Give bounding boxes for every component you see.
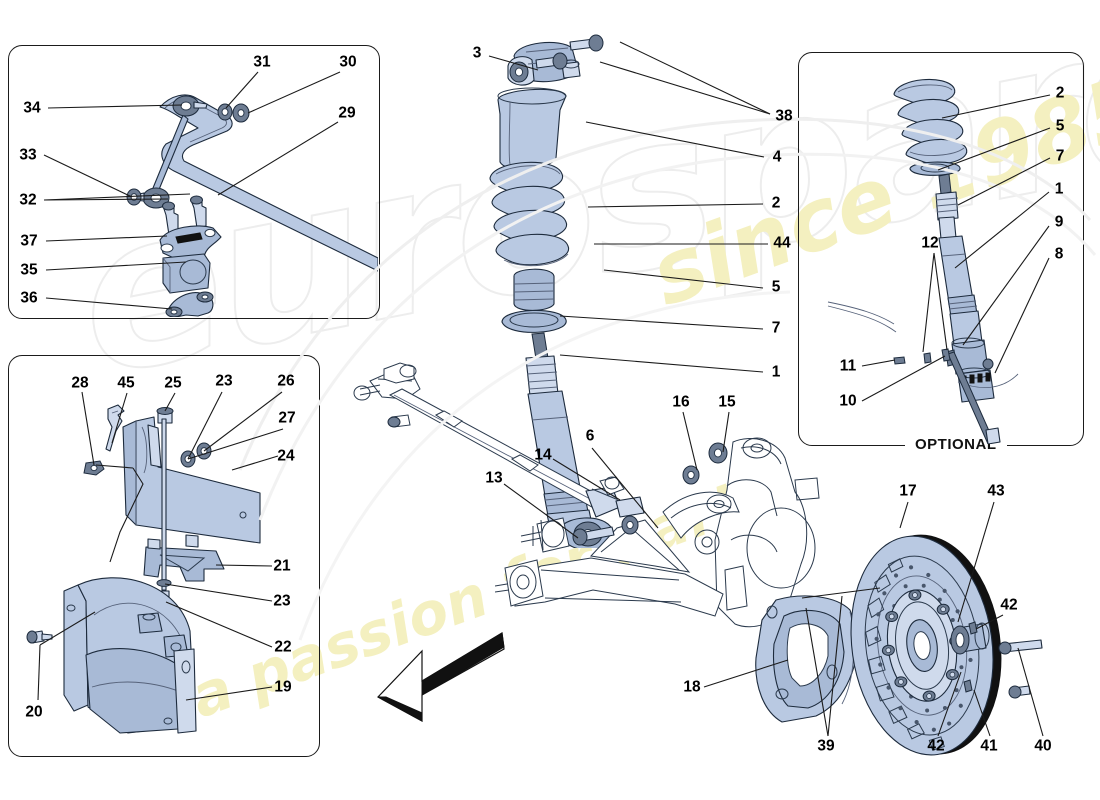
callout-32: 32 [19, 191, 37, 209]
callout-31: 31 [253, 53, 271, 71]
callout-6: 6 [585, 427, 595, 445]
callout-30: 30 [339, 53, 357, 71]
callout-45: 45 [117, 374, 135, 392]
callout-21: 21 [273, 557, 291, 575]
callout-7-opt: 7 [1055, 147, 1065, 165]
callout-37: 37 [20, 232, 38, 250]
callout-24: 24 [277, 447, 295, 465]
callout-33: 33 [19, 146, 37, 164]
callout-16: 16 [672, 393, 690, 411]
callout-2-main: 2 [771, 194, 781, 212]
callout-8: 8 [1054, 245, 1064, 263]
callout-1-opt: 1 [1054, 180, 1064, 198]
callout-35: 35 [20, 261, 38, 279]
callout-5-opt: 5 [1055, 117, 1065, 135]
callout-41: 41 [980, 737, 998, 755]
callout-17: 17 [899, 482, 917, 500]
callout-23-top: 23 [215, 372, 233, 390]
callout-43: 43 [987, 482, 1005, 500]
callout-23-mid: 23 [273, 592, 291, 610]
callout-29: 29 [338, 104, 356, 122]
callout-2-opt: 2 [1055, 84, 1065, 102]
callout-18: 18 [683, 678, 701, 696]
callout-40: 40 [1034, 737, 1052, 755]
callout-5-main: 5 [771, 278, 781, 296]
callout-19: 19 [274, 678, 292, 696]
callout-13: 13 [485, 469, 503, 487]
callout-22: 22 [274, 638, 292, 656]
wheel-housing-art [8, 355, 318, 755]
callout-9: 9 [1054, 213, 1064, 231]
callout-11: 11 [839, 357, 857, 375]
callout-7-main: 7 [771, 319, 781, 337]
callout-36: 36 [20, 289, 38, 307]
callout-42-lower: 42 [927, 737, 945, 755]
callout-14: 14 [534, 446, 552, 464]
forward-direction-arrow [370, 625, 510, 730]
callout-42-upper: 42 [1000, 596, 1018, 614]
callout-27: 27 [278, 409, 296, 427]
callout-28: 28 [71, 374, 89, 392]
callout-20: 20 [25, 703, 43, 721]
callout-1-main: 1 [771, 363, 781, 381]
callout-38: 38 [775, 107, 793, 125]
callout-44: 44 [773, 234, 791, 252]
callout-15: 15 [718, 393, 736, 411]
callout-34: 34 [23, 99, 41, 117]
callout-3: 3 [472, 44, 482, 62]
callout-26: 26 [277, 372, 295, 390]
callout-39: 39 [817, 737, 835, 755]
callout-10: 10 [839, 392, 857, 410]
callout-12: 12 [921, 234, 939, 252]
callout-25: 25 [164, 374, 182, 392]
callout-4: 4 [772, 148, 782, 166]
